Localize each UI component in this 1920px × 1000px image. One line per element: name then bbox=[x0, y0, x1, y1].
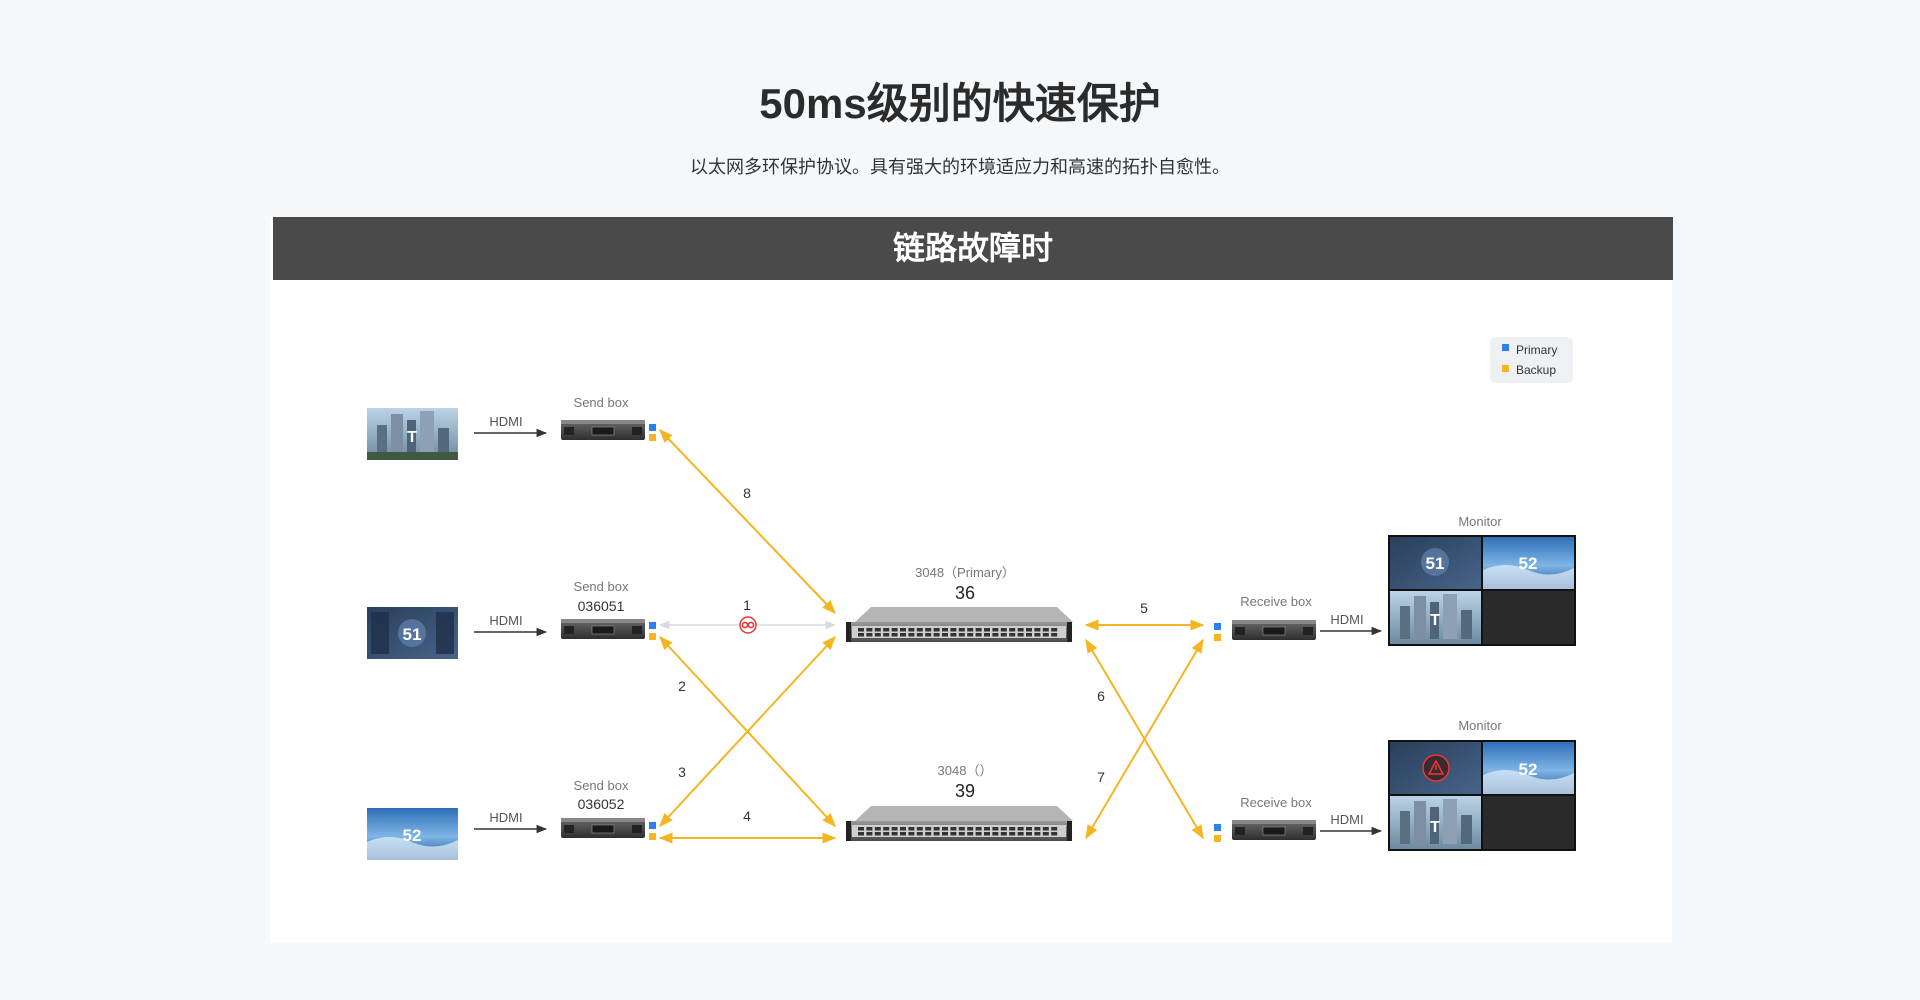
source-thumbnail-dashboard: 51 bbox=[367, 607, 458, 659]
monitor-tile-badge: 52 bbox=[1519, 760, 1538, 779]
backup-port bbox=[649, 833, 656, 840]
link-1-label: 1 bbox=[743, 597, 751, 613]
source-thumbnail-ocean: 52 bbox=[367, 808, 458, 860]
monitor-tile-badge: 51 bbox=[1426, 554, 1445, 573]
panel-title: 链路故障时 bbox=[273, 217, 1673, 280]
source-badge: T bbox=[407, 429, 417, 446]
monitor-label: Monitor bbox=[1458, 514, 1502, 529]
receive-box-label: Receive box bbox=[1240, 795, 1312, 810]
link-5-label: 5 bbox=[1140, 600, 1148, 616]
link-fault-icon bbox=[739, 616, 757, 634]
link-2-label: 2 bbox=[678, 678, 686, 694]
send-box-1: Send box bbox=[561, 395, 656, 441]
monitor-tile-badge: T bbox=[1430, 819, 1440, 836]
source-badge: 51 bbox=[403, 625, 422, 644]
monitor-tile-badge: T bbox=[1430, 612, 1440, 629]
link-8-line bbox=[659, 428, 836, 615]
switch-label: 3048（） bbox=[938, 763, 993, 778]
signal-lost-icon bbox=[1422, 754, 1450, 782]
hdmi-label: HDMI bbox=[489, 810, 522, 825]
legend-primary-swatch bbox=[1502, 344, 1509, 351]
legend-backup-swatch bbox=[1502, 365, 1509, 372]
link-7-label: 7 bbox=[1097, 769, 1105, 785]
source-thumbnail-city: T bbox=[367, 408, 458, 460]
link-8-label: 8 bbox=[743, 485, 751, 501]
legend-primary-label: Primary bbox=[1516, 343, 1557, 357]
switch-label: 3048（Primary） bbox=[915, 565, 1015, 580]
monitor-label: Monitor bbox=[1458, 718, 1502, 733]
legend-backup-label: Backup bbox=[1516, 363, 1556, 377]
source-badge: 52 bbox=[403, 826, 422, 845]
receive-box-label: Receive box bbox=[1240, 594, 1312, 609]
send-box-label: Send box bbox=[574, 778, 629, 793]
send-box-label: Send box bbox=[574, 395, 629, 410]
link-4-label: 4 bbox=[743, 808, 751, 824]
switch-primary: 3048（Primary） 36 bbox=[846, 565, 1073, 642]
send-box-label: Send box bbox=[574, 579, 629, 594]
page-title: 50ms级别的快速保护 bbox=[759, 80, 1161, 127]
monitor-2: Monitor 52 T bbox=[1388, 718, 1576, 851]
links bbox=[658, 428, 1205, 844]
backup-port bbox=[1214, 634, 1221, 641]
primary-port bbox=[1214, 623, 1221, 630]
link-6-label: 6 bbox=[1097, 688, 1105, 704]
primary-port bbox=[649, 424, 656, 431]
backup-port bbox=[649, 434, 656, 441]
page-subtitle: 以太网多环保护协议。具有强大的环境适应力和高速的拓扑自愈性。 bbox=[690, 157, 1230, 177]
monitor-1: Monitor 51 52 T bbox=[1388, 514, 1576, 646]
receive-box-1: Receive box HDMI bbox=[1214, 594, 1383, 641]
legend: Primary Backup bbox=[1490, 337, 1573, 383]
hdmi-label: HDMI bbox=[489, 613, 522, 628]
receive-box-2: Receive box HDMI bbox=[1214, 795, 1383, 842]
send-box-3: Send box 036052 bbox=[561, 778, 656, 840]
hdmi-label: HDMI bbox=[1330, 612, 1363, 627]
send-box-id: 036051 bbox=[578, 598, 625, 614]
link-7-line bbox=[1085, 638, 1204, 840]
source-hdmi-connectors: HDMI HDMI HDMI bbox=[474, 414, 548, 834]
link-labels: 1 2 3 4 5 6 7 8 bbox=[678, 485, 1148, 824]
backup-port bbox=[1214, 835, 1221, 842]
hdmi-label: HDMI bbox=[1330, 812, 1363, 827]
primary-port bbox=[649, 622, 656, 629]
switch-backup: 3048（） 39 bbox=[846, 763, 1073, 841]
switch-number: 36 bbox=[955, 583, 975, 603]
send-box-id: 036052 bbox=[578, 796, 625, 812]
link-3-line bbox=[659, 635, 836, 828]
monitor-tile-badge: 52 bbox=[1519, 554, 1538, 573]
hdmi-label: HDMI bbox=[489, 414, 522, 429]
link-3-label: 3 bbox=[678, 764, 686, 780]
send-box-2: Send box 036051 bbox=[561, 579, 656, 640]
primary-port bbox=[1214, 824, 1221, 831]
backup-port bbox=[649, 633, 656, 640]
primary-port bbox=[649, 822, 656, 829]
switch-number: 39 bbox=[955, 781, 975, 801]
